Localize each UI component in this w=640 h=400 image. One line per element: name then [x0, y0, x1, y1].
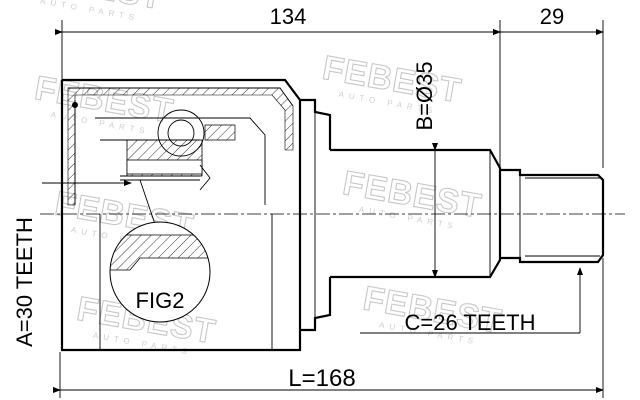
fig2-label: FIG2: [136, 288, 185, 313]
roller: [157, 109, 205, 157]
diameter-b-label: B=Ø35: [412, 61, 437, 130]
teeth-a-label: A=30 TEETH: [12, 217, 37, 347]
grease-dot: [72, 102, 78, 108]
fig2-callout: FIG2: [109, 221, 211, 323]
outer-housing: [60, 78, 302, 352]
watermark-layer: FEBEST AUTO PARTS FEBEST AUTO PARTS FEBE…: [21, 0, 506, 357]
splined-stub: [500, 168, 605, 264]
dim-29-label: 29: [540, 4, 564, 29]
dimension-lines: [42, 29, 604, 393]
boot-neck: [300, 98, 332, 332]
fig2-leader: [139, 179, 158, 231]
dim-134-label: 134: [270, 4, 307, 29]
tripod-section: [72, 100, 266, 231]
total-length-label: L=168: [288, 365, 355, 392]
shaft: [330, 148, 502, 279]
teeth-c-label: C=26 TEETH: [404, 310, 535, 335]
